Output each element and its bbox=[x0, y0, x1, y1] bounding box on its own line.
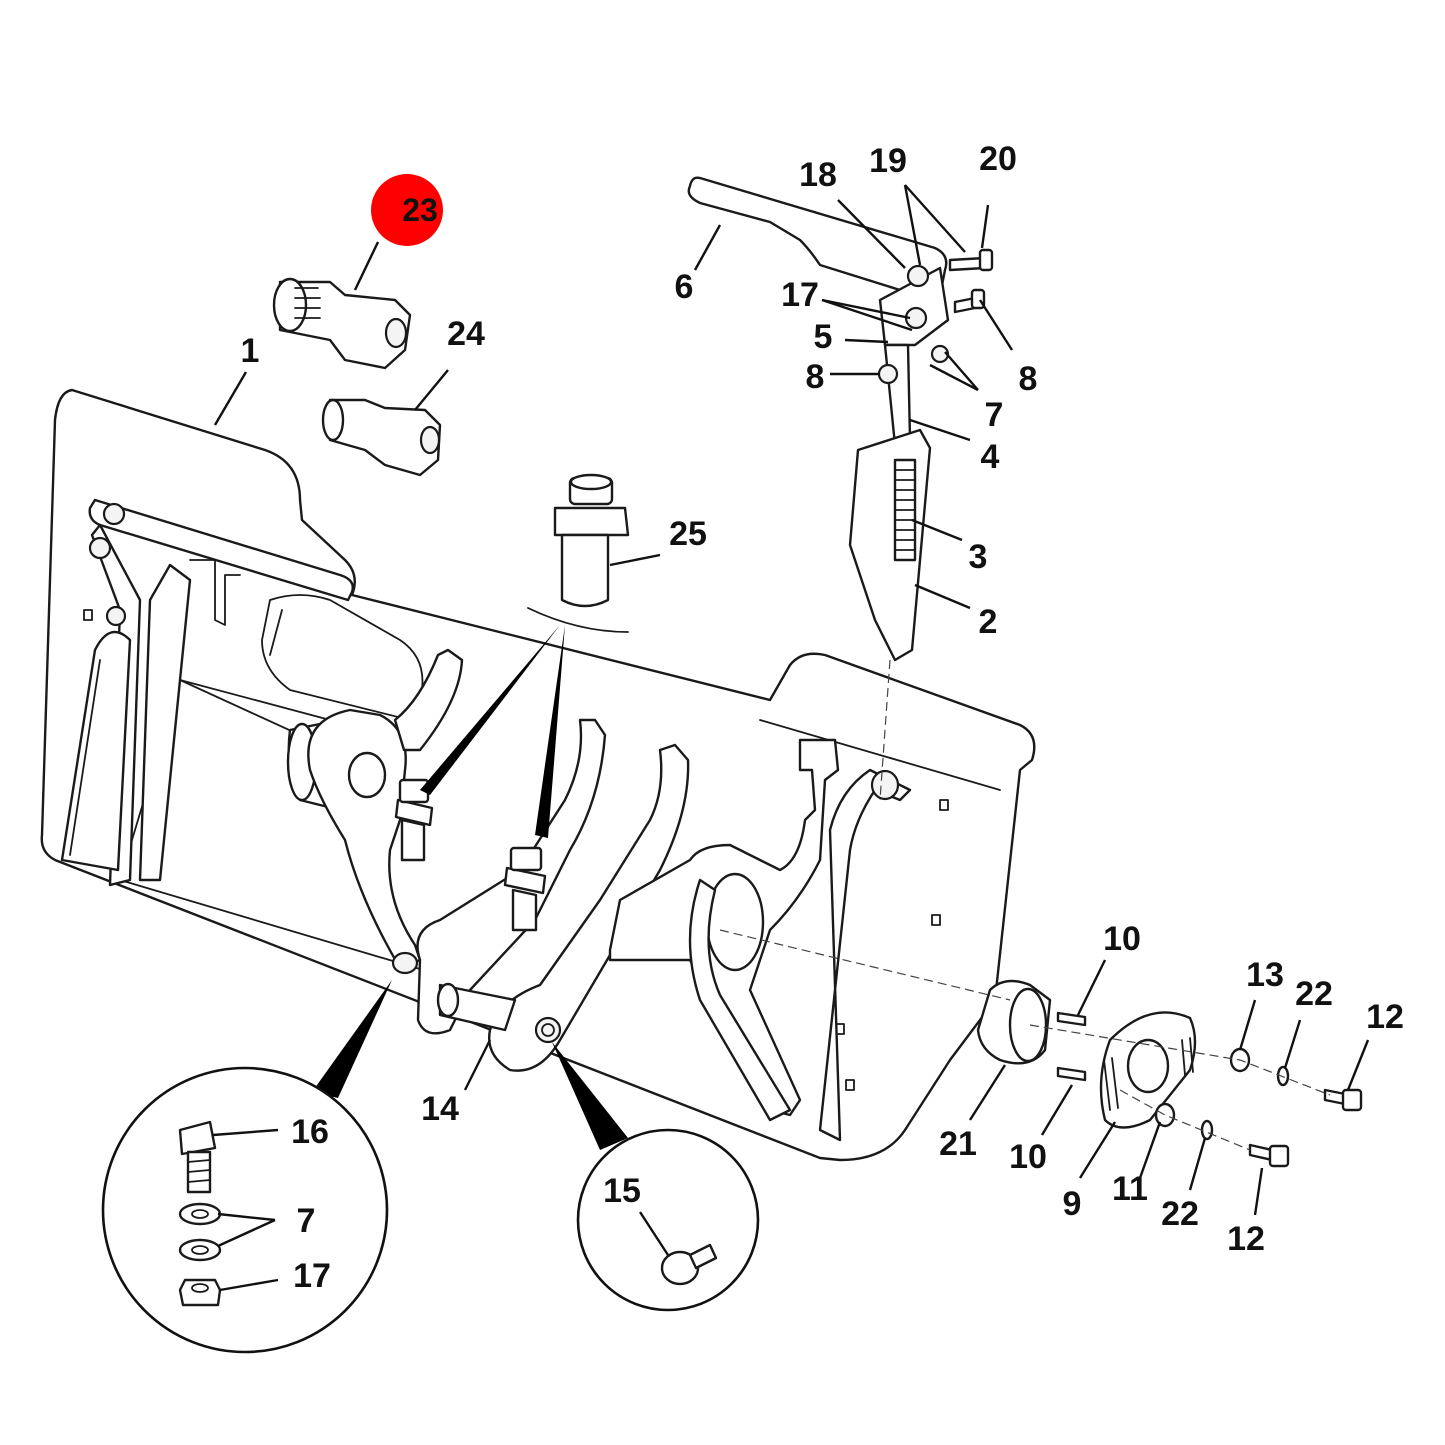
callout-21: 21 bbox=[939, 1125, 977, 1163]
callout-9: 9 bbox=[1063, 1185, 1082, 1223]
right-bracket bbox=[608, 738, 912, 1142]
callout-18: 18 bbox=[799, 156, 837, 194]
callout-19: 19 bbox=[869, 142, 907, 180]
fitting-24 bbox=[321, 398, 442, 477]
callout-24: 24 bbox=[447, 315, 485, 353]
callout-17-inset: 17 bbox=[293, 1257, 331, 1295]
callout-14: 14 bbox=[421, 1090, 459, 1128]
callout-8-left: 8 bbox=[806, 358, 825, 396]
callout-15: 15 bbox=[603, 1172, 641, 1210]
callout-8-right: 8 bbox=[1019, 360, 1038, 398]
callout-22-top: 22 bbox=[1295, 975, 1333, 1013]
side-plate-parts bbox=[719, 929, 1363, 1168]
callout-5: 5 bbox=[814, 318, 833, 356]
callout-7: 7 bbox=[985, 396, 1004, 434]
callout-12-top: 12 bbox=[1366, 998, 1404, 1036]
callout-17: 17 bbox=[781, 276, 819, 314]
callout-10-top: 10 bbox=[1103, 920, 1141, 958]
callout-3: 3 bbox=[969, 538, 988, 576]
fitting-25 bbox=[527, 473, 630, 633]
callout-13: 13 bbox=[1246, 956, 1284, 994]
fitting-23 bbox=[272, 277, 412, 370]
callout-22-bottom: 22 bbox=[1161, 1195, 1199, 1233]
left-linkage bbox=[60, 498, 354, 887]
callout-25: 25 bbox=[669, 515, 707, 553]
callout-6: 6 bbox=[675, 268, 694, 306]
leader-lines bbox=[212, 184, 1370, 1292]
callout-2: 2 bbox=[979, 603, 998, 641]
callout-23: 23 bbox=[402, 192, 438, 228]
callout-labels: 23 24 1 25 6 18 19 20 17 5 8 8 7 4 3 2 1… bbox=[241, 140, 1404, 1295]
fitting-pointers bbox=[420, 625, 565, 838]
left-bracket bbox=[307, 648, 464, 970]
callout-11: 11 bbox=[1112, 1170, 1148, 1208]
inset-pin-15 bbox=[552, 1042, 760, 1312]
inset-bolt-kit bbox=[101, 980, 392, 1354]
frame-fittings bbox=[394, 778, 547, 932]
callout-10-bottom: 10 bbox=[1009, 1138, 1047, 1176]
callout-7-inset: 7 bbox=[297, 1202, 316, 1240]
callout-20: 20 bbox=[979, 140, 1017, 178]
callout-16: 16 bbox=[291, 1113, 329, 1151]
callout-4: 4 bbox=[981, 438, 1000, 476]
highlight-circle bbox=[371, 174, 443, 246]
handle-assembly bbox=[687, 176, 994, 801]
callout-1: 1 bbox=[241, 332, 260, 370]
callout-12-bottom: 12 bbox=[1227, 1220, 1265, 1258]
